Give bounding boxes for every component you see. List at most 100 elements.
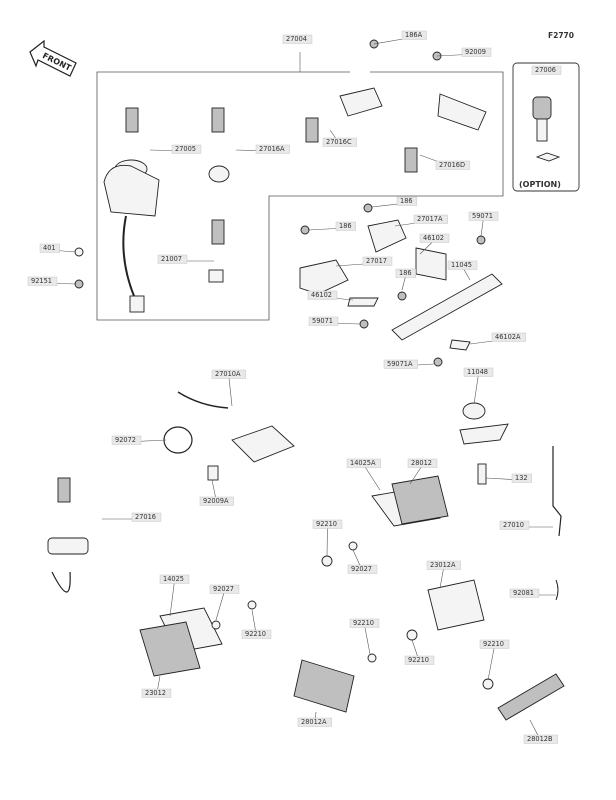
part-number-27016D: 27016D	[439, 161, 465, 169]
part-number-92210_c: 92210	[353, 619, 374, 627]
part-number-92081: 92081	[513, 589, 534, 597]
part-number-92009: 92009	[465, 48, 486, 56]
part-number-27005: 27005	[175, 145, 196, 153]
key-set-frame	[96, 71, 504, 321]
part-label-box	[407, 458, 438, 468]
part-number-46102_top: 46102	[423, 234, 444, 242]
part-label-box	[531, 65, 562, 75]
part-label-box	[413, 214, 448, 224]
part-label-box	[159, 574, 190, 584]
part-label-box	[335, 221, 356, 231]
lock-cylinders-drawing	[208, 87, 487, 283]
part-label-box	[463, 367, 494, 377]
part-label-box	[362, 256, 393, 266]
part-label-box	[396, 196, 417, 206]
part-number-28012B: 28012B	[527, 735, 553, 743]
part-number-23012A: 23012A	[430, 561, 456, 569]
part-label-box	[111, 435, 142, 445]
small-fasteners	[74, 39, 494, 690]
part-label-box	[131, 512, 162, 522]
part-label-box	[491, 332, 526, 342]
part-number-21007: 21007	[161, 255, 182, 263]
part-number-92009A: 92009A	[203, 497, 229, 505]
part-number-46102_left: 46102	[311, 291, 332, 299]
part-number-92151: 92151	[31, 277, 52, 285]
part-number-23012: 23012	[145, 689, 166, 697]
part-number-11045: 11045	[451, 261, 472, 269]
part-label-box	[426, 560, 461, 570]
part-label-box	[347, 564, 378, 574]
part-label-box	[447, 260, 478, 270]
figure-code: F2770	[548, 31, 574, 40]
part-label-box	[499, 520, 530, 530]
part-number-11048: 11048	[467, 368, 488, 376]
part-label-box	[27, 276, 58, 286]
leader-92027_b	[215, 590, 225, 621]
part-number-27017A: 27017A	[417, 215, 443, 223]
part-number-46102A: 46102A	[495, 333, 521, 341]
part-label-box	[509, 588, 540, 598]
part-number-186_top: 186	[400, 197, 413, 205]
part-label-box	[308, 316, 339, 326]
part-number-92210_d: 92210	[408, 656, 429, 664]
part-number-92210_a: 92210	[316, 520, 337, 528]
part-label-box	[404, 655, 435, 665]
leader-92210_a	[326, 525, 328, 557]
part-label-box	[171, 144, 202, 154]
leader-23012A	[439, 566, 445, 589]
part-number-59071_left: 59071	[312, 317, 333, 325]
part-label-box	[255, 144, 290, 154]
part-number-27017: 27017	[366, 257, 387, 265]
part-label-box	[479, 639, 510, 649]
part-label-box	[349, 618, 380, 628]
part-number-92027_a: 92027	[351, 565, 372, 573]
part-label-box	[523, 734, 558, 744]
part-number-28012A: 28012A	[301, 718, 327, 726]
part-label-box	[157, 254, 188, 264]
part-label-box	[401, 30, 427, 40]
part-labels: 27004 186A 92009 27006 27005 27016A 27016C 2701…	[27, 30, 562, 744]
part-label-box	[395, 268, 416, 278]
part-label-box	[297, 717, 332, 727]
leader-14025	[169, 580, 175, 617]
part-label-box	[383, 359, 418, 369]
leader-59071_top	[480, 217, 484, 237]
ignition-switch-drawing	[103, 159, 160, 313]
part-number-27016C: 27016C	[326, 138, 352, 146]
part-number-92027_b: 92027	[213, 585, 234, 593]
part-number-14025: 14025	[163, 575, 184, 583]
part-label-box	[199, 496, 234, 506]
part-label-box	[39, 243, 60, 253]
leader-92210_c	[364, 624, 371, 655]
part-number-132: 132	[515, 474, 528, 482]
front-arrow-icon: FRONT	[29, 39, 77, 77]
part-number-27016: 27016	[135, 513, 156, 521]
leader-27010A	[228, 375, 233, 407]
part-number-27006: 27006	[535, 66, 556, 74]
keys-drawing	[57, 107, 418, 503]
part-number-59071_top: 59071	[472, 212, 493, 220]
handlebar-switch-housing	[299, 219, 503, 351]
part-number-186_left: 186	[339, 222, 352, 230]
part-label-box	[141, 688, 172, 698]
part-number-27010: 27010	[503, 521, 524, 529]
part-number-14025A: 14025A	[350, 459, 376, 467]
part-number-27004: 27004	[286, 35, 307, 43]
part-number-401: 401	[43, 244, 56, 252]
part-label-box	[241, 629, 272, 639]
part-label-box	[419, 233, 450, 243]
leader-92210_e	[487, 645, 495, 681]
option-key-box: (OPTION)	[512, 62, 580, 192]
part-number-28012: 28012	[411, 459, 432, 467]
part-number-27010A: 27010A	[215, 370, 241, 378]
part-number-186_mid: 186	[399, 269, 412, 277]
part-label-box	[468, 211, 499, 221]
part-label-box	[209, 584, 240, 594]
part-label-box	[511, 473, 532, 483]
part-number-186A: 186A	[405, 31, 423, 39]
leader-28012	[409, 464, 423, 485]
option-label: (OPTION)	[519, 180, 561, 189]
part-number-27016A: 27016A	[259, 145, 285, 153]
part-number-59071A: 59071A	[387, 360, 413, 368]
